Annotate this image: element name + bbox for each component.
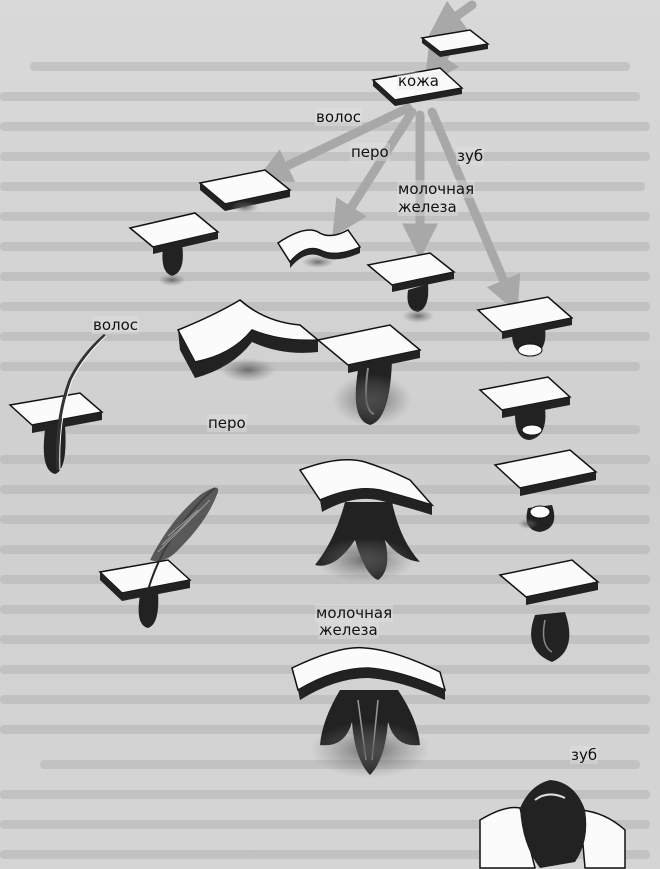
feather-stage-3	[98, 487, 219, 628]
gland-stage-1	[366, 252, 456, 323]
tooth-branch-label: зуб	[456, 147, 485, 165]
gland-branch-label-2: железа	[397, 198, 458, 216]
arrow-top	[428, 0, 477, 37]
tooth-stage-5	[479, 780, 626, 869]
hair-column-label: волос	[92, 316, 140, 334]
skin-label: кожа	[397, 72, 440, 90]
skin-root	[371, 67, 464, 106]
arrow-feather	[332, 107, 417, 238]
branch-arrows	[255, 0, 521, 314]
tooth-stage-4	[498, 559, 600, 662]
feather-branch-label: перо	[350, 143, 390, 161]
gland-stage-4	[291, 646, 447, 778]
skin-top-small	[420, 29, 490, 57]
gland-column-label-2: железа	[318, 621, 379, 639]
hair-stage-3	[8, 333, 107, 474]
tooth-stage-3	[493, 449, 598, 532]
arrow-hair	[255, 103, 413, 182]
hair-stage-1	[198, 169, 292, 213]
gland-branch-label-1: молочная	[397, 180, 476, 198]
tooth-column-label: зуб	[570, 746, 599, 764]
gland-column-label-1: молочная	[315, 604, 394, 622]
feather-stage-2	[176, 299, 320, 382]
tooth-stage-2	[478, 376, 572, 440]
gland-stage-2	[316, 324, 422, 426]
hair-branch-label: волос	[315, 108, 363, 126]
arrow-tooth	[427, 107, 521, 314]
hair-stage-2	[128, 212, 220, 286]
gland-stage-3	[298, 459, 435, 582]
tooth-stage-1	[476, 296, 574, 357]
feather-stage-1	[276, 229, 362, 268]
feather-column-label: перо	[207, 414, 247, 432]
